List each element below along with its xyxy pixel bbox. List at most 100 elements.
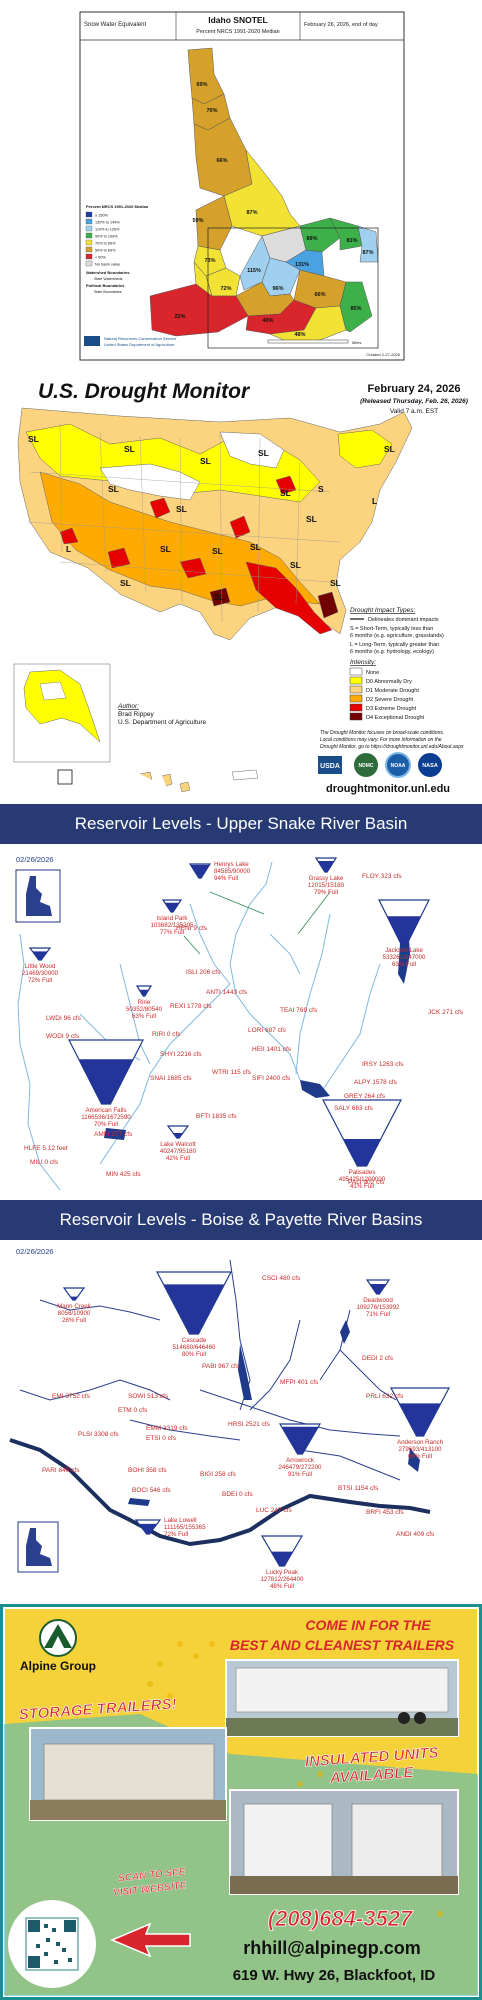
trailer-photo-2 <box>29 1727 227 1821</box>
gauge-label: GREY 264 cfs <box>344 1093 386 1100</box>
boundaries-title: Watershed Boundaries <box>86 270 130 275</box>
reservoir-pct: 63% Full <box>392 961 416 968</box>
reservoir-name: Jackson Lake <box>385 947 423 954</box>
reservoir-fill <box>343 1138 381 1166</box>
logo-label: NOAA <box>391 763 406 769</box>
legend-label: 70% to 89% <box>95 242 116 246</box>
basin-value: 89% <box>306 236 317 242</box>
intensity-label: D2 Severe Drought <box>366 697 414 703</box>
qr-code[interactable] <box>8 1900 96 1988</box>
basin-value: 96% <box>272 286 283 292</box>
gauge-label: HEII 1401 cfs <box>252 1046 292 1053</box>
gauge-label: HENI 9 cfs <box>176 925 208 932</box>
reservoir-storage: 103682/135205 <box>150 922 194 929</box>
impact-long-2: 6 months (e.g. hydrology, ecology) <box>350 649 434 655</box>
basin-value: 22% <box>174 314 185 320</box>
reservoir-name: Lake Lowell <box>164 1517 197 1524</box>
intensity-title: Intensity: <box>350 659 376 666</box>
basin-value: 115% <box>247 268 261 274</box>
gauge-labels: CSCI 480 cfs DEDI 2 cfs PABI 967 cfs MFP… <box>42 1275 435 1538</box>
gauge-label: ALPY 1578 cfs <box>354 1079 398 1086</box>
legend-swatch <box>85 232 93 239</box>
political-item: State Boundaries <box>94 290 122 294</box>
gauge-label: LORI 687 cfs <box>248 1027 287 1034</box>
reservoir-fill <box>70 1296 78 1300</box>
reservoir-fill <box>139 989 149 996</box>
basin-value: 81% <box>346 238 357 244</box>
gauge-label: SHYI 2216 cfs <box>160 1051 202 1058</box>
usdm-note: The Drought Monitor focuses on broad-sca… <box>320 730 444 736</box>
created-date: Created 2-27-2026 <box>366 352 400 357</box>
basin-value: 70% <box>206 108 217 114</box>
reservoir-storage: 12015/15180 <box>308 882 345 889</box>
reservoir-pct: 28% Full <box>62 1317 86 1324</box>
company-name: Alpine Group <box>20 1659 96 1673</box>
scale-bar <box>267 339 349 344</box>
intensity-swatch <box>349 703 363 712</box>
reservoir-storage: 495425/1200000 <box>339 1176 386 1183</box>
impact-label: SL <box>120 578 131 588</box>
intensity-label: D0 Abnormally Dry <box>366 679 412 685</box>
logo-label: NDMC <box>359 763 374 769</box>
logo-label: USDA <box>320 763 340 770</box>
reservoir-pct: 91% Full <box>288 1471 312 1478</box>
ad-headline-1: COME IN FOR THE <box>305 1617 431 1633</box>
reservoir-storage: 50352/80540 <box>126 1006 163 1013</box>
reservoir-fill <box>317 860 335 872</box>
basin-value: 40% <box>262 318 273 324</box>
gauge-label: REXI 1778 cfs <box>170 1003 212 1010</box>
reservoir-name: Island Park <box>157 915 189 922</box>
author-title: Author: <box>117 703 139 710</box>
usdm-website[interactable]: droughtmonitor.unl.edu <box>326 783 450 795</box>
upper-date: 02/26/2026 <box>16 855 54 864</box>
snotel-date: February 26, 2026, end of day <box>304 22 378 28</box>
legend-label: 90% to 109% <box>95 235 118 239</box>
gauge-label: PALI 902 cfs <box>348 1179 385 1186</box>
gauge-label: BOCI 546 cfs <box>132 1487 171 1494</box>
boundaries-item: State Watersheds <box>94 277 123 281</box>
reservoir-fill <box>173 1132 183 1138</box>
drought-monitor-panel: U.S. Drought Monitor February 24, 2026 (… <box>0 372 482 804</box>
ad-artwork: Alpine Group COME IN FOR THE BEST AND CL… <box>0 1604 482 2000</box>
legend-label: 130% to 149% <box>95 221 120 225</box>
basin-value: 73% <box>204 258 215 264</box>
gauge-label: EMI 3752 cfs <box>52 1393 91 1400</box>
ad-email[interactable]: rhhill@alpinegp.com <box>243 1938 421 1958</box>
intensity-swatch <box>349 667 363 676</box>
reservoir-pct: 72% Full <box>28 977 52 984</box>
usdm-released: (Released Thursday, Feb. 26, 2026) <box>360 398 468 405</box>
reservoir-pct: 63% Full <box>132 1013 156 1020</box>
reservoir-storage: 8056/10900 <box>58 1310 91 1317</box>
gauge-label: ETSI 0 cfs <box>146 1435 177 1442</box>
intensity-label: None <box>366 670 379 676</box>
impact-label: SL <box>330 578 341 588</box>
reservoir-fill <box>369 1284 387 1294</box>
reservoir-pct: 48% Full <box>270 1583 294 1590</box>
reservoir-storage: 127812/264400 <box>260 1576 304 1583</box>
reservoir-pct: 71% Full <box>366 1311 390 1318</box>
reservoir-storage: 246479/272200 <box>278 1464 322 1471</box>
hawaii-inset <box>139 771 191 793</box>
reservoir-pct: 41% Full <box>350 1183 374 1190</box>
ad-phone[interactable]: (208)684-3527 <box>267 1906 414 1932</box>
reservoir-fill <box>163 1284 225 1334</box>
basin-values: 69% 70% 66% 87% 59% 73% 72% 115% 89% 81%… <box>174 82 373 338</box>
reservoir-fill <box>190 864 210 878</box>
basin-value: 66% <box>314 292 325 298</box>
snotel-subtitle: Percent NRCS 1991-2020 Median <box>196 29 279 35</box>
basin-value: 66% <box>216 158 227 164</box>
impact-label: SL <box>250 542 261 552</box>
gauge-label: PABI 967 cfs <box>202 1363 240 1370</box>
gauge-label: WTRI 115 cfs <box>212 1069 252 1076</box>
snotel-legend: Percent NRCS 1991-2020 Median ≥ 150%130%… <box>85 204 149 294</box>
idaho-basins <box>149 47 379 343</box>
legend-swatch <box>85 260 93 267</box>
reservoir-pct: 77% Full <box>160 929 184 936</box>
political-title: Political Boundaries <box>86 283 125 288</box>
basin-value: 87% <box>246 210 257 216</box>
